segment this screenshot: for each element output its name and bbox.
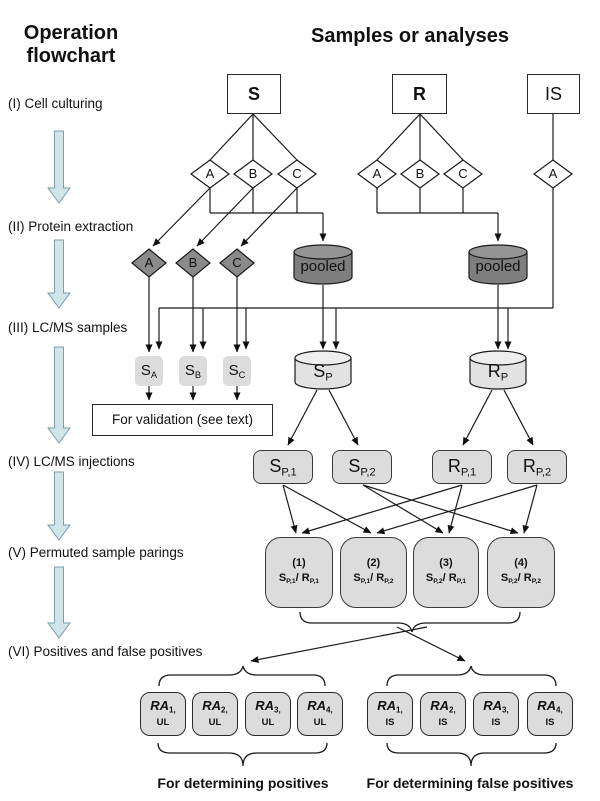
pairing-box-2: (2) SP,1/ RP,2 bbox=[340, 537, 407, 608]
pairing-box-1: (1) SP,1/ RP,1 bbox=[265, 537, 333, 608]
ul-top-brace bbox=[158, 665, 326, 687]
source-box-r: R bbox=[392, 74, 447, 114]
ra-box-is-4: RA4, IS bbox=[527, 692, 573, 736]
diamond-s-c bbox=[276, 159, 318, 189]
injection-rp1: RP,1 bbox=[432, 450, 492, 484]
culture-letter-s-c: C bbox=[292, 166, 302, 181]
diamond-r-a bbox=[356, 159, 398, 189]
diamond-r-b bbox=[399, 159, 441, 189]
diamond-ext-c bbox=[219, 248, 255, 278]
culture-diamonds bbox=[189, 159, 574, 189]
injection-sp1: SP,1 bbox=[253, 450, 313, 484]
sa-label: S bbox=[140, 362, 151, 379]
extraction-letter-a: A bbox=[144, 255, 154, 270]
stage-label-6: (VI) Positives and false positives bbox=[8, 644, 203, 659]
ul-bottom-brace bbox=[157, 742, 328, 767]
extraction-letter-b: B bbox=[188, 255, 198, 270]
diamond-s-b bbox=[232, 159, 274, 189]
ra-box-ul-1: RA1, UL bbox=[140, 692, 186, 736]
injection-arrows bbox=[287, 389, 534, 446]
braces bbox=[157, 611, 557, 767]
footer-positives: For determining positives bbox=[157, 775, 329, 791]
ra-box-is-1: RA1, IS bbox=[367, 692, 413, 736]
injection-rp2: RP,2 bbox=[507, 450, 567, 484]
diamond-ext-a bbox=[131, 248, 167, 278]
stage-arrow-5 bbox=[47, 566, 71, 639]
culture-letter-r-c: C bbox=[458, 166, 468, 181]
stage-arrow-2 bbox=[47, 239, 71, 309]
footer-false-positives: For determining false positives bbox=[366, 775, 574, 791]
diamond-r-c bbox=[442, 159, 484, 189]
culture-letter-s-a: A bbox=[205, 166, 215, 181]
sample-sc: SC bbox=[223, 356, 251, 386]
right-title: Samples or analyses bbox=[311, 25, 509, 47]
sc-label: S bbox=[228, 362, 239, 379]
sample-arrows bbox=[145, 277, 502, 353]
extraction-diamonds bbox=[131, 248, 255, 278]
stage-label-4: (IV) LC/MS injections bbox=[8, 454, 135, 469]
is-top-brace bbox=[386, 665, 557, 687]
left-title-line1: Operation bbox=[23, 22, 119, 44]
diamond-s-a bbox=[189, 159, 231, 189]
pairing-arrows bbox=[282, 484, 538, 535]
left-title-line2: flowchart bbox=[26, 45, 116, 67]
culture-letter-s-b: B bbox=[248, 166, 258, 181]
stage-arrows bbox=[47, 130, 71, 639]
source-connectors bbox=[209, 113, 554, 161]
source-box-is: IS bbox=[527, 74, 580, 114]
culture-letter-r-a: A bbox=[372, 166, 382, 181]
ra-box-ul-3: RA3, UL bbox=[245, 692, 291, 736]
sp-cylinder bbox=[294, 357, 352, 390]
pooled-left-cylinder bbox=[293, 251, 353, 285]
sample-sb: SB bbox=[179, 356, 207, 386]
extraction-arrows bbox=[152, 187, 298, 247]
stage-label-2: (II) Protein extraction bbox=[8, 219, 134, 234]
pooled-right-cylinder bbox=[468, 251, 528, 285]
pooled-right-label: pooled bbox=[475, 258, 521, 275]
injection-sp2: SP,2 bbox=[332, 450, 392, 484]
pairings-brace bbox=[299, 611, 521, 633]
stage-arrow-3 bbox=[47, 346, 71, 444]
stage-label-3: (III) LC/MS samples bbox=[8, 320, 128, 335]
ra-box-is-3: RA3, IS bbox=[473, 692, 519, 736]
is-bottom-brace bbox=[386, 742, 557, 767]
stage-label-1: (I) Cell culturing bbox=[8, 96, 103, 111]
rp-cylinder bbox=[469, 357, 527, 390]
culture-letter-r-b: B bbox=[415, 166, 425, 181]
sample-rp-label: RP bbox=[487, 361, 509, 384]
ra-box-is-2: RA2, IS bbox=[420, 692, 466, 736]
pairing-box-4: (4) SP,2/ RP,2 bbox=[487, 537, 555, 608]
ra-box-ul-4: RA4, UL bbox=[297, 692, 343, 736]
is-spike-line bbox=[155, 188, 554, 350]
stage-label-5: (V) Permuted sample parings bbox=[8, 545, 184, 560]
pooled-left-label: pooled bbox=[300, 258, 346, 275]
diamond-is-a bbox=[532, 159, 574, 189]
sample-sa: SA bbox=[135, 356, 163, 386]
culture-letter-is-a: A bbox=[548, 166, 558, 181]
stage-arrow-4 bbox=[47, 471, 71, 541]
sb-label: S bbox=[184, 362, 195, 379]
distribution-arrows bbox=[250, 626, 466, 664]
validation-box: For validation (see text) bbox=[92, 404, 273, 436]
stage-arrow-1 bbox=[47, 130, 71, 204]
pairing-box-3: (3) SP,2/ RP,1 bbox=[413, 537, 479, 608]
diamond-ext-b bbox=[175, 248, 211, 278]
left-title: Operation flowchart bbox=[8, 22, 134, 68]
ra-box-ul-2: RA2, UL bbox=[192, 692, 238, 736]
validation-arrows bbox=[145, 386, 241, 401]
source-box-s: S bbox=[227, 74, 281, 114]
pooled-cylinders bbox=[293, 244, 528, 285]
sample-sp-label: SP bbox=[313, 361, 333, 384]
extraction-letter-c: C bbox=[232, 255, 242, 270]
sample-cylinders bbox=[294, 350, 527, 390]
